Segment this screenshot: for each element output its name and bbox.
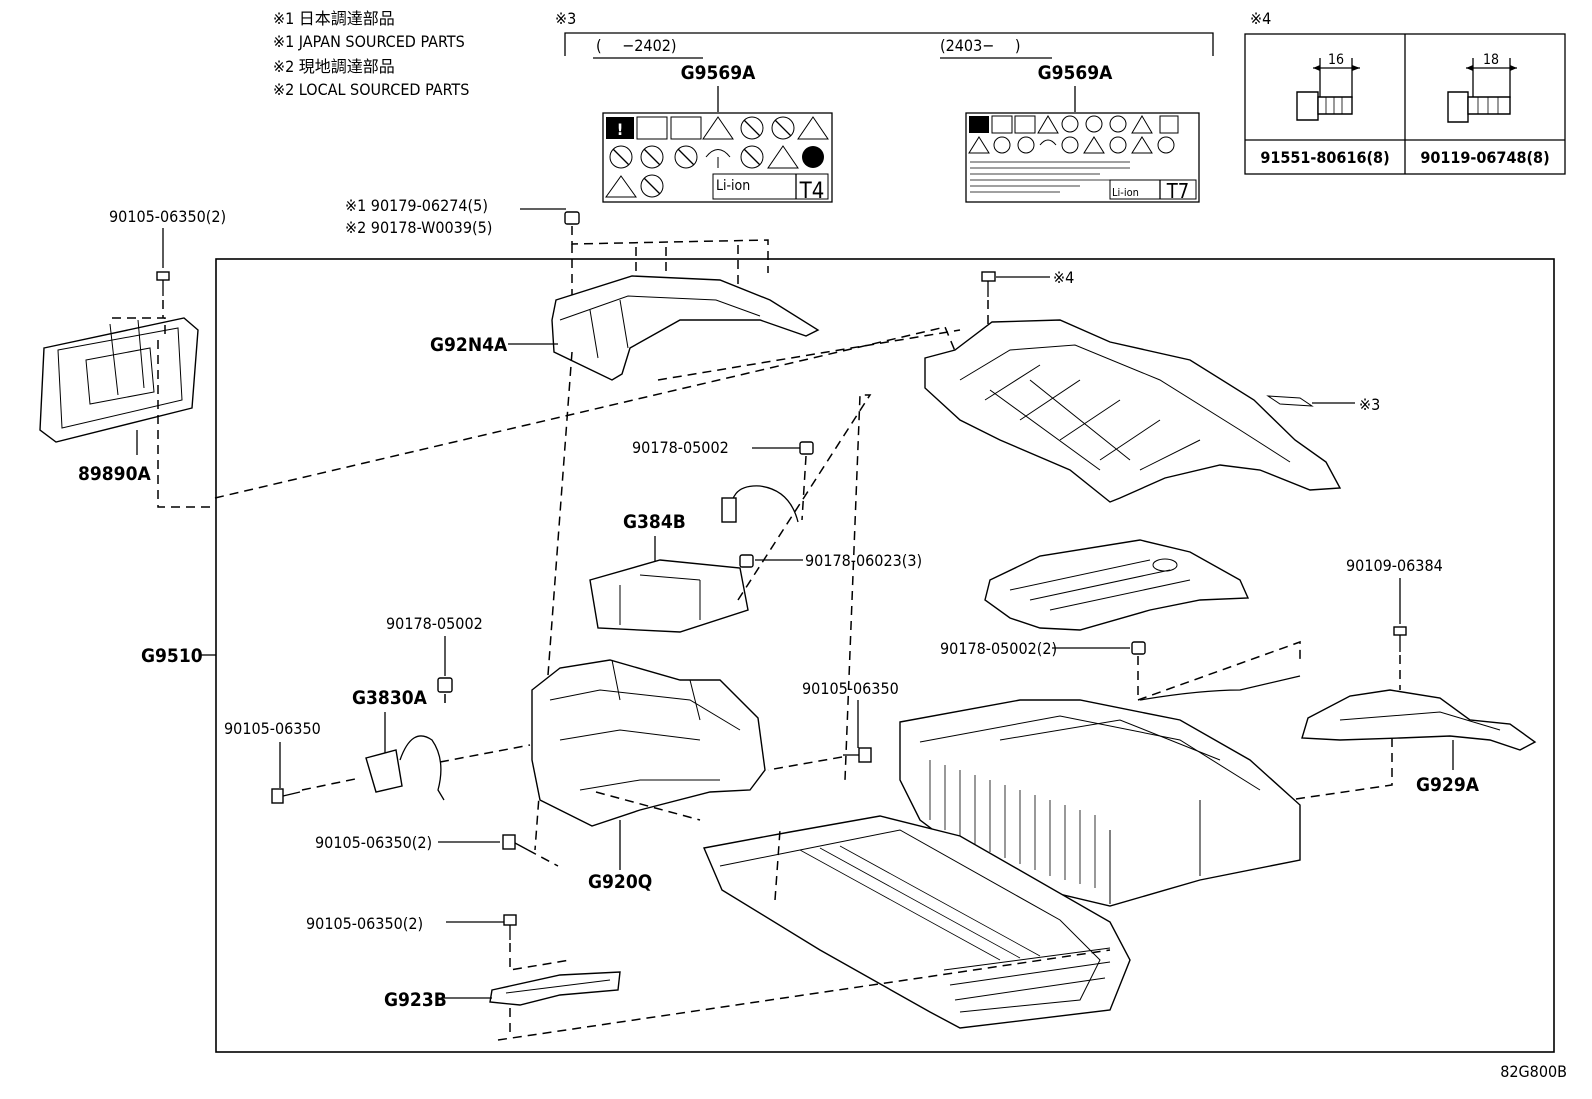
bracket-g923b xyxy=(489,971,621,1006)
callout-90105-06350-2-mid: 90105-06350(2) xyxy=(315,833,432,852)
callout-90105-06350-b: 90105-06350 xyxy=(802,679,899,698)
label-range-late: (2403− ) xyxy=(940,36,1021,55)
callout-90109-06384: 90109-06384 xyxy=(1346,556,1443,575)
warning-label-t4: ! Li-ion T4 xyxy=(602,112,833,204)
callout-g3830a: G3830A xyxy=(352,687,428,709)
cover-g92n4a xyxy=(551,275,820,381)
callout-90105-06350-2-bot: 90105-06350(2) xyxy=(306,914,423,933)
li-ion-text-t4: Li-ion xyxy=(716,178,750,194)
bolt-right-part-number: 90119-06748(8) xyxy=(1420,148,1549,167)
bolt-left-part-number: 91551-80616(8) xyxy=(1260,148,1389,167)
note-1-english: ※1 JAPAN SOURCED PARTS xyxy=(273,32,465,51)
bolt-icon xyxy=(502,834,529,851)
label-range-early: ( −2402) xyxy=(596,36,677,55)
callout-g923b: G923B xyxy=(384,989,447,1011)
warning-label-t7: Li-ion T7 xyxy=(965,112,1200,203)
harness-g384b xyxy=(721,485,799,523)
note-4-header: ※4 xyxy=(1250,9,1271,28)
bolt-icon xyxy=(843,747,872,763)
bolts-table: 16 91551-80616(8) 18 90119-06748(8) xyxy=(1244,33,1566,175)
bolt-icon xyxy=(1393,626,1407,652)
note-1-japanese: ※1 日本調達部品 xyxy=(273,9,395,28)
callout-90178-05002-b: 90178-05002 xyxy=(386,614,483,633)
nut-icon xyxy=(739,554,754,568)
note-3-header: ※3 xyxy=(555,9,576,28)
callout-g929a: G929A xyxy=(1416,774,1480,796)
label-tag-t7: T7 xyxy=(1166,179,1189,203)
callout-g9510: G9510 xyxy=(141,645,203,667)
junction-box-g384b xyxy=(589,559,749,633)
nut-icon xyxy=(1131,641,1146,655)
bolt-icon xyxy=(271,788,301,804)
svg-text:!: ! xyxy=(617,120,624,139)
label-code-early: G9569A xyxy=(681,62,757,84)
bolt-left-length: 16 xyxy=(1328,52,1344,68)
battery-lower-tray xyxy=(703,815,1131,1029)
note-2-english: ※2 LOCAL SOURCED PARTS xyxy=(273,80,469,99)
label-code-late: G9569A xyxy=(1038,62,1114,84)
nut-icon xyxy=(799,441,814,455)
callout-90178-w0039: ※2 90178-W0039(5) xyxy=(345,218,492,237)
sensor-g3830a xyxy=(365,735,445,801)
callout-90105-06350-a: 90105-06350 xyxy=(224,719,321,738)
bolt-icon xyxy=(503,914,517,940)
note-3-label-location xyxy=(1266,395,1314,407)
upper-case-cover xyxy=(924,319,1342,503)
bolt-icon xyxy=(156,271,170,296)
callout-90178-05002-a: 90178-05002 xyxy=(632,438,729,457)
callout-90105-06350-2-top: 90105-06350(2) xyxy=(109,207,226,226)
callout-note-3-ref: ※3 xyxy=(1359,395,1380,414)
nut-icon xyxy=(437,677,453,693)
callout-90178-06023-3: 90178-06023(3) xyxy=(805,551,922,570)
callout-g92n4a: G92N4A xyxy=(430,334,508,356)
callout-g920q: G920Q xyxy=(588,871,652,893)
bolt-right-length: 18 xyxy=(1483,52,1499,68)
bracket-g920q xyxy=(531,659,766,827)
nut-icon xyxy=(564,211,580,225)
middle-cover xyxy=(984,539,1250,631)
callout-89890a: 89890A xyxy=(78,463,151,485)
label-tag-t4: T4 xyxy=(799,179,825,204)
note-2-japanese: ※2 現地調達部品 xyxy=(273,57,395,76)
callout-90179-06274: ※1 90179-06274(5) xyxy=(345,196,488,215)
ecu-89890a xyxy=(39,317,199,443)
li-ion-text-t7: Li-ion xyxy=(1112,186,1139,199)
callout-g384b: G384B xyxy=(623,511,686,533)
callout-note-4-ref: ※4 xyxy=(1053,268,1074,287)
callout-90178-05002-2: 90178-05002(2) xyxy=(940,639,1057,658)
figure-code: 82G800B xyxy=(1500,1062,1567,1081)
bracket-g929a xyxy=(1301,689,1537,751)
battery-module-stack xyxy=(899,699,1301,907)
bolt-icon xyxy=(981,271,996,297)
